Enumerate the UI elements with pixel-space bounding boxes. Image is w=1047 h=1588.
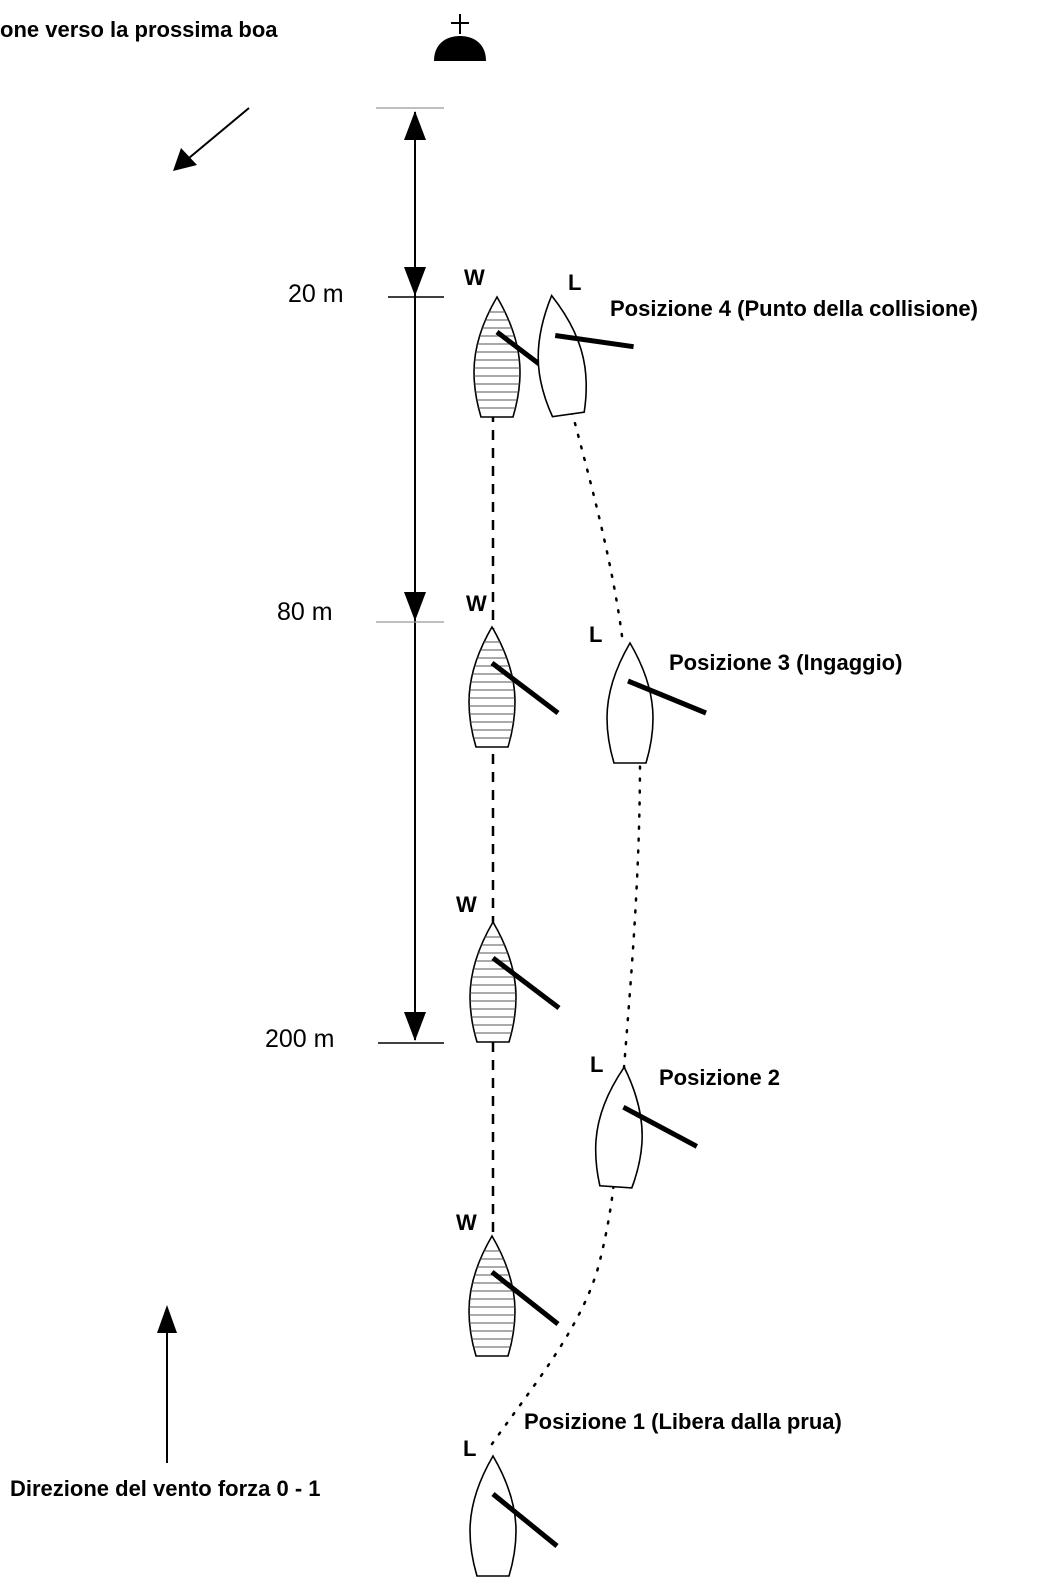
arrow-down-left-icon [173, 107, 250, 171]
leeward-boat-pos1 [469, 1454, 559, 1577]
leeward-boat-pos2 [594, 1065, 699, 1189]
boat-label-w2: W [456, 892, 477, 917]
boat-label-w1: W [456, 1210, 477, 1235]
distance-scale [376, 107, 444, 1044]
buoy-mark-icon [434, 14, 486, 61]
leeward-boat-pos4 [537, 294, 634, 418]
boat-label-l3: L [589, 622, 602, 647]
distance-label-80m: 80 m [277, 598, 333, 626]
position-3-label: Posizione 3 (Ingaggio) [669, 650, 902, 675]
boat-label-l2: L [590, 1052, 603, 1077]
windward-boat-pos3 [468, 625, 560, 748]
position-2-label: Posizione 2 [659, 1065, 780, 1090]
position-4-label: Posizione 4 (Punto della collisione) [610, 296, 978, 321]
windward-boat-pos1 [468, 1234, 560, 1357]
distance-label-20m: 20 m [288, 280, 344, 308]
wind-direction-label: Direzione del vento forza 0 - 1 [10, 1476, 321, 1501]
position-1-label: Posizione 1 (Libera dalla prua) [524, 1409, 842, 1434]
boat-label-w3: W [466, 591, 487, 616]
windward-boat-pos2 [469, 920, 561, 1043]
distance-label-200m: 200 m [265, 1025, 334, 1053]
boat-label-l4: L [568, 270, 581, 295]
leeward-boat-pos3 [606, 641, 707, 764]
boat-label-w4: W [464, 265, 485, 290]
boat-label-l1: L [463, 1436, 476, 1461]
arrow-up-icon [157, 1305, 177, 1463]
next-mark-direction-label: one verso la prossima boa [0, 17, 278, 42]
